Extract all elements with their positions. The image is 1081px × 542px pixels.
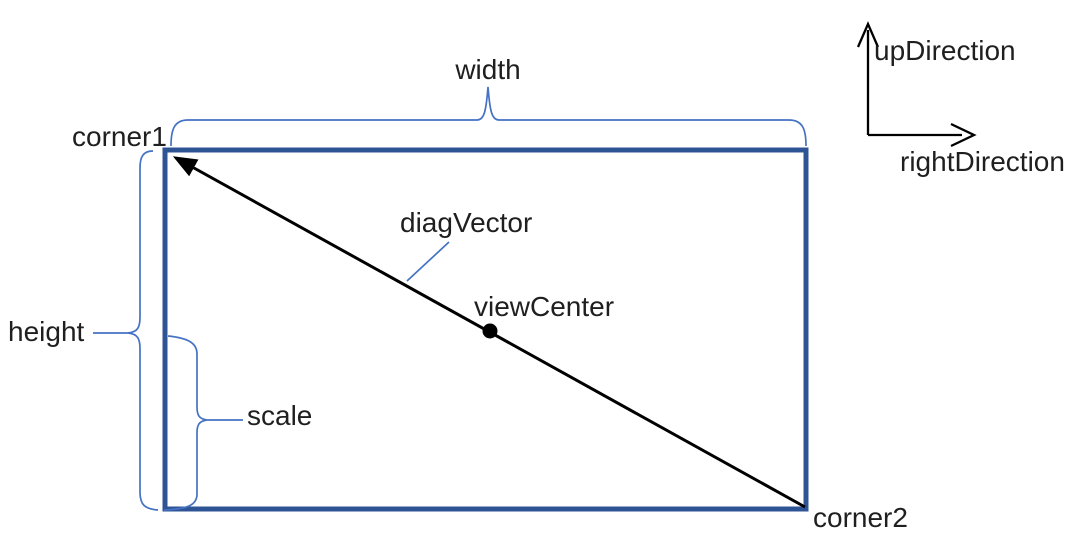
height-label: height: [8, 316, 85, 347]
up-axis-arrowhead-icon: [856, 21, 880, 48]
up-direction-axis-arrow: [856, 21, 880, 135]
up-direction-label: upDirection: [874, 35, 1016, 66]
corner2-label: corner2: [813, 502, 908, 533]
corner1-label: corner1: [72, 121, 167, 152]
right-direction-axis-arrow: [868, 122, 977, 148]
right-axis-arrowhead-icon: [950, 122, 977, 148]
diagvector-leader-line: [406, 241, 450, 282]
view-center-label: viewCenter: [474, 291, 615, 322]
scale-brace: [163, 335, 208, 511]
view-rectangle: [162, 147, 809, 512]
diag-vector-label: diagVector: [400, 207, 533, 238]
view-center-dot: [482, 323, 498, 339]
scale-label: scale: [247, 400, 313, 431]
width-brace: [170, 86, 807, 147]
right-direction-label: rightDirection: [900, 146, 1065, 177]
width-label: width: [455, 54, 521, 85]
height-brace: [127, 150, 159, 511]
